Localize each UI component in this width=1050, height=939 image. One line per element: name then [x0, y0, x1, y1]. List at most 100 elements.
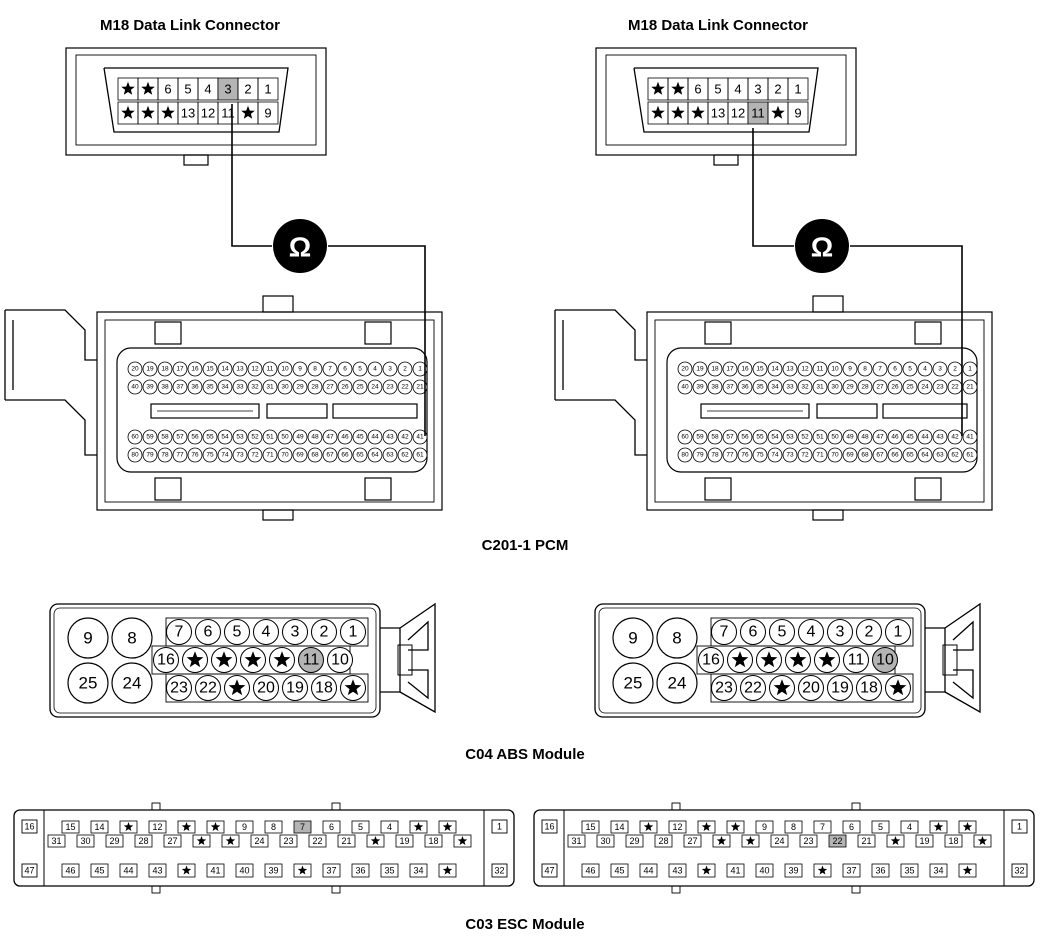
abs-signal-pin-star: [244, 651, 262, 668]
pcm-pin-label: 65: [356, 452, 364, 459]
pcm-pin: [322, 361, 338, 377]
pcm-pin: [872, 429, 888, 445]
pcm-pin-label: 8: [863, 366, 867, 373]
pcm-pin-label: 9: [848, 366, 852, 373]
pcm-pin-label: 38: [161, 384, 169, 391]
esc-pin-b: [857, 834, 876, 848]
abs-signal-pin: [798, 619, 824, 645]
esc-pin-b-label: 31: [571, 836, 581, 846]
abs-signal-pin-label: 4: [262, 624, 271, 641]
pcm-pin: [247, 361, 263, 377]
esc-pin-c: [206, 863, 225, 878]
esc-pin-a: [351, 820, 370, 834]
esc-pin-a-label: 15: [585, 822, 595, 832]
pcm-pin: [157, 361, 173, 377]
pcm-pin: [722, 429, 738, 445]
esc-corner-pin: [1011, 819, 1028, 834]
pcm-pin-label: 3: [938, 366, 942, 373]
pcm-pin: [397, 361, 413, 377]
pcm-pin-label: 11: [817, 366, 824, 373]
esc-key-2: [331, 802, 341, 811]
pcm-pin: [367, 429, 383, 445]
abs-signal-pin: [856, 619, 882, 645]
dlc-trapezoid: [633, 67, 819, 133]
dlc-pin-star: [121, 105, 135, 119]
esc-pin-c: [322, 863, 341, 878]
pcm-pin: [172, 447, 188, 463]
pcm-pin-label: 62: [951, 452, 959, 459]
abs-signal-pin: [298, 647, 324, 673]
esc-pin-b-label: 21: [341, 836, 351, 846]
pcm-pin: [322, 429, 338, 445]
abs-latch-tab: [942, 644, 958, 676]
esc-pin-a-star: [442, 822, 453, 831]
pcm-pin-label: 34: [771, 384, 779, 391]
esc-pin-b-label: 24: [774, 836, 784, 846]
dlc-pin-label: 13: [711, 106, 725, 121]
pcm-pin-label: 63: [386, 452, 394, 459]
esc-pin-a-label: 6: [849, 822, 854, 832]
pcm-pin-label: 62: [401, 452, 409, 459]
esc-pin-c: [90, 863, 109, 878]
abs-signal-pin-star: [215, 651, 233, 668]
pcm-pin: [382, 429, 398, 445]
esc-pin-a-label: 12: [152, 822, 162, 832]
esc-pin-a: [900, 820, 919, 834]
pcm-pin-label: 52: [801, 434, 809, 441]
pcm-pin: [262, 447, 278, 463]
esc-title: C03 ESC Module: [465, 916, 585, 933]
pcm-pin-label: 22: [401, 384, 409, 391]
pcm-pin-label: 41: [966, 434, 974, 441]
pcm-pin: [797, 429, 813, 445]
esc-key-3: [151, 885, 161, 894]
pcm-pin-label: 54: [221, 434, 229, 441]
esc-pin-a-star: [962, 822, 973, 831]
abs-signal-pin-star: [789, 651, 807, 668]
abs-signal-pin: [872, 647, 898, 673]
pcm-pin-label: 78: [711, 452, 719, 459]
pcm-pin: [902, 429, 918, 445]
abs-signal-pin-label: 1: [894, 624, 903, 641]
esc-key-1: [671, 802, 681, 811]
abs-signal-pin: [827, 675, 853, 701]
pcm-pin-label: 45: [356, 434, 364, 441]
pcm-pin: [352, 447, 368, 463]
pcm-pin: [932, 361, 948, 377]
pcm-pin: [932, 447, 948, 463]
pcm-pin: [187, 447, 203, 463]
pcm-pin: [722, 447, 738, 463]
esc-pin-b-star: [370, 836, 381, 845]
esc-pin-a: [755, 820, 774, 834]
pcm-pin: [887, 447, 903, 463]
abs-power-pin: [67, 662, 109, 704]
pcm-pin: [767, 361, 783, 377]
pcm-bottom-tab: [812, 509, 844, 521]
esc-pin-b-label: 22: [832, 836, 842, 846]
pcm-pin: [262, 361, 278, 377]
pcm-pin-label: 54: [771, 434, 779, 441]
abs-signal-pin-star: [731, 651, 749, 668]
pcm-pin-label: 41: [416, 434, 424, 441]
pcm-pin-label: 28: [861, 384, 869, 391]
abs-signal-pin-label: 10: [331, 652, 349, 669]
pcm-pin-label: 46: [891, 434, 899, 441]
pcm-pin: [307, 361, 323, 377]
abs-signal-pin: [843, 647, 869, 673]
esc-pin-a-label: 12: [672, 822, 682, 832]
pcm-pin-label: 22: [951, 384, 959, 391]
pcm-bracket-lower: [5, 399, 97, 456]
pcm-pin-label: 68: [311, 452, 319, 459]
abs-signal-pin-star: [186, 651, 204, 668]
pcm-pin: [367, 379, 383, 395]
esc-pin-a: [668, 820, 687, 834]
pcm-pin-label: 3: [388, 366, 392, 373]
abs-latch-wedge: [944, 602, 981, 714]
pcm-pin-label: 47: [326, 434, 334, 441]
dlc-pin-label: 3: [754, 82, 761, 97]
esc-pin-b: [366, 834, 385, 848]
abs-power-pin-label: 8: [127, 629, 136, 648]
pcm-pin: [917, 429, 933, 445]
pcm-pin: [352, 361, 368, 377]
dlc-pin-label: 2: [774, 82, 781, 97]
